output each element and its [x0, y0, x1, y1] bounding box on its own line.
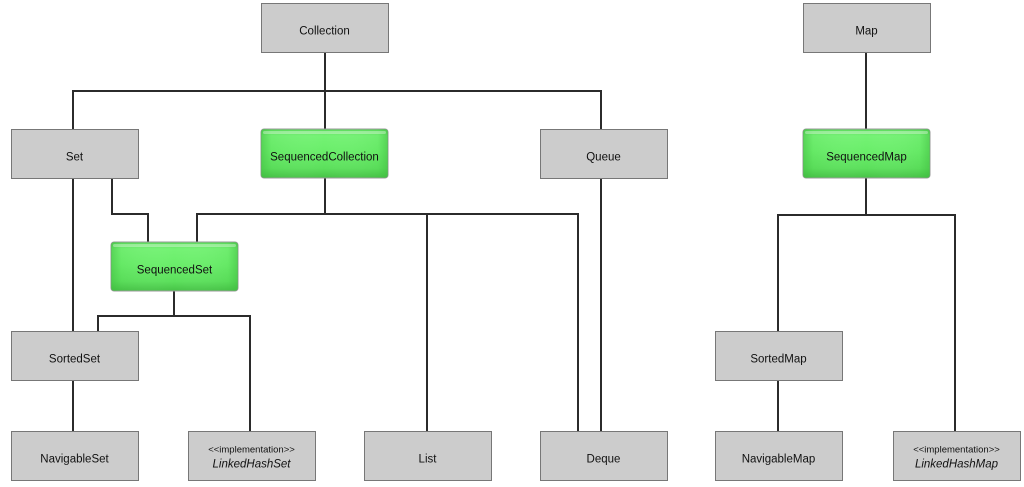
node-box	[715, 331, 843, 381]
node-box-gloss	[113, 244, 236, 247]
node-sequencedmap[interactable]: SequencedMap	[802, 128, 931, 179]
node-map[interactable]: Map	[803, 3, 931, 53]
connector-collection-set	[72, 52, 326, 129]
node-box	[11, 129, 139, 179]
node-label: Map	[855, 26, 877, 38]
node-sequencedset[interactable]: SequencedSet	[110, 241, 239, 292]
node-label: SortedMap	[750, 354, 806, 366]
node-navigableset[interactable]: NavigableSet	[11, 431, 139, 481]
node-label: SequencedMap	[826, 152, 907, 164]
node-box	[11, 431, 139, 481]
connector-collection-queue	[325, 90, 602, 129]
node-linkedhashmap[interactable]: <<implementation>> LinkedHashMap	[893, 431, 1021, 481]
node-label: Set	[66, 152, 84, 164]
connector-sequencedset-sortedset	[97, 291, 175, 331]
edge-layer	[72, 52, 956, 431]
connector-sequencedcollection-deque	[427, 213, 579, 431]
node-stereotype: <<implementation>>	[208, 445, 295, 456]
connector-sequencedcollection-list	[325, 213, 428, 431]
connector-sequencedcollection-sequencedset	[196, 178, 326, 242]
connector-set-sequencedset	[111, 178, 149, 242]
node-label: SortedSet	[49, 354, 101, 366]
connector-sequencedmap-linkedhashmap	[866, 214, 956, 431]
node-box-gloss	[263, 131, 386, 134]
node-sequencedcollection[interactable]: SequencedCollection	[260, 128, 389, 179]
connector-sequencedset-linkedhashset	[174, 315, 251, 431]
node-box	[540, 431, 668, 481]
node-box-shading	[261, 129, 388, 178]
node-label: NavigableSet	[40, 454, 109, 466]
node-box	[540, 129, 668, 179]
node-box	[11, 331, 139, 381]
node-box-shading	[111, 242, 238, 291]
node-sortedset[interactable]: SortedSet	[11, 331, 139, 381]
node-linkedhashset[interactable]: <<implementation>> LinkedHashSet	[188, 431, 316, 481]
connector-sequencedmap-sortedmap	[777, 178, 867, 331]
node-box	[188, 431, 316, 481]
node-box	[261, 3, 389, 53]
node-label: Deque	[587, 454, 621, 466]
node-label: Collection	[299, 26, 350, 38]
node-set[interactable]: Set	[11, 129, 139, 179]
node-label: SequencedCollection	[270, 152, 379, 164]
node-box	[364, 431, 492, 481]
node-label: List	[419, 454, 438, 466]
node-label: LinkedHashSet	[213, 459, 292, 471]
node-label: NavigableMap	[742, 454, 816, 466]
node-queue[interactable]: Queue	[540, 129, 668, 179]
node-collection[interactable]: Collection	[261, 3, 389, 53]
node-box	[715, 431, 843, 481]
node-label: Queue	[586, 152, 621, 164]
node-box	[803, 3, 931, 53]
node-navigablemap[interactable]: NavigableMap	[715, 431, 843, 481]
node-stereotype: <<implementation>>	[913, 445, 1000, 456]
node-label: SequencedSet	[137, 265, 213, 277]
node-box-shading	[803, 129, 930, 178]
node-sortedmap[interactable]: SortedMap	[715, 331, 843, 381]
node-list[interactable]: List	[364, 431, 492, 481]
node-box-gloss	[805, 131, 928, 134]
node-box	[893, 431, 1021, 481]
node-label: LinkedHashMap	[915, 459, 999, 471]
node-deque[interactable]: Deque	[540, 431, 668, 481]
